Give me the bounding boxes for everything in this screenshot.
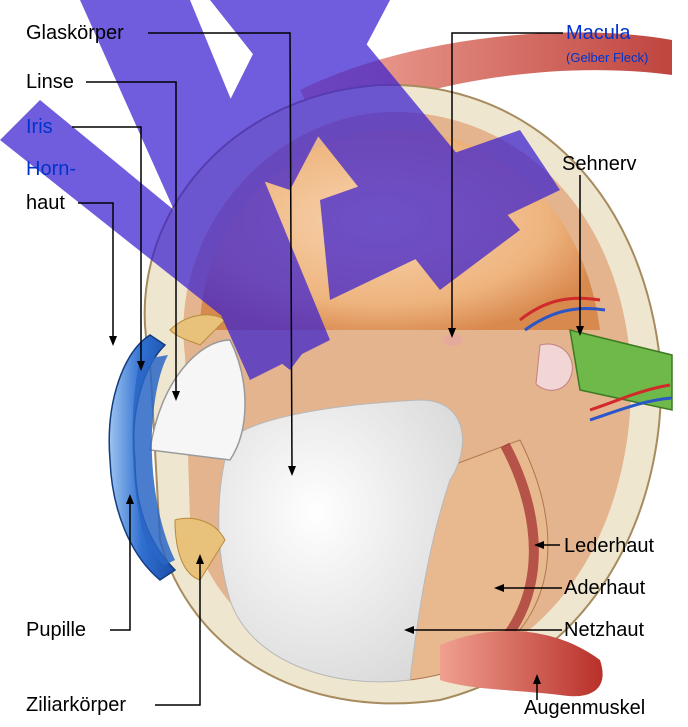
- label-pupille: Pupille: [26, 619, 86, 641]
- label-glaskoerper: Glaskörper: [26, 22, 124, 44]
- label-linse: Linse: [26, 71, 74, 93]
- label-aderhaut: Aderhaut: [564, 577, 645, 599]
- label-macula: Macula: [566, 22, 630, 44]
- label-hornhaut-line2: haut: [26, 192, 65, 214]
- label-iris: Iris: [26, 116, 53, 138]
- label-augenmuskel: Augenmuskel: [524, 697, 645, 719]
- label-netzhaut: Netzhaut: [564, 619, 644, 641]
- label-sehnerv: Sehnerv: [562, 153, 637, 175]
- macula-spot: [443, 334, 463, 346]
- label-hornhaut-line1: Horn-: [26, 158, 76, 180]
- label-lederhaut: Lederhaut: [564, 535, 654, 557]
- label-gelber-fleck: (Gelber Fleck): [566, 47, 648, 69]
- label-ziliarkoerper: Ziliarkörper: [26, 694, 126, 716]
